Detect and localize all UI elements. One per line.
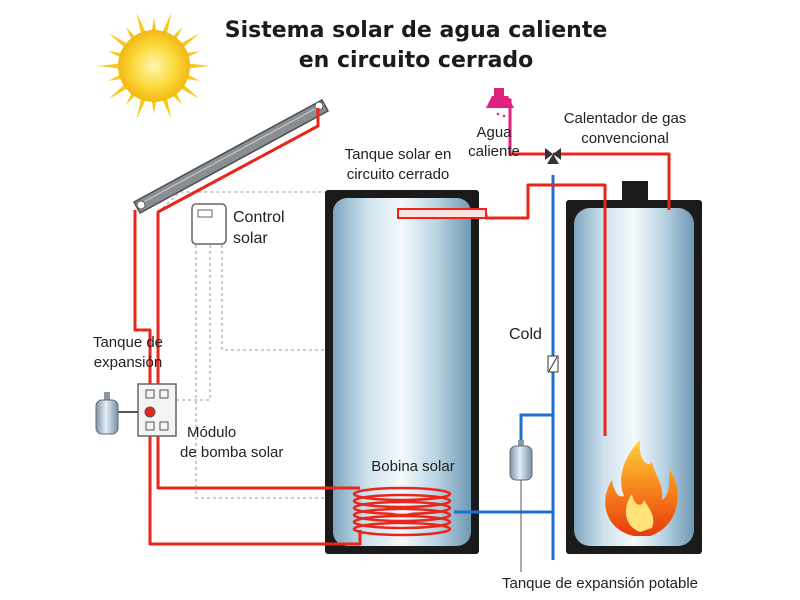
label-solar-tank-2: circuito cerrado xyxy=(347,166,450,183)
sun-icon xyxy=(98,12,210,120)
solar-loop-pipes xyxy=(133,108,362,546)
potable-expansion-tank xyxy=(509,440,533,572)
label-gas-heater-1: Calentador de gas xyxy=(564,110,687,127)
sun-ray xyxy=(136,95,147,120)
flame-icon xyxy=(605,440,678,536)
label-potable-expansion: Tanque de expansión potable xyxy=(502,575,698,592)
check-valve-icon xyxy=(547,355,559,373)
tank-outlet-pipe xyxy=(397,208,487,219)
solar-coil xyxy=(352,486,452,537)
label-hot-water-1: Agua xyxy=(476,124,512,141)
control-wiring xyxy=(157,191,330,499)
label-expansion-2: expansión xyxy=(94,354,162,371)
solar-collector-panel xyxy=(132,98,330,215)
sun-ray xyxy=(161,95,172,120)
label-control-2: solar xyxy=(233,230,268,247)
label-expansion-1: Tanque de xyxy=(93,334,163,351)
label-cold: Cold xyxy=(509,326,542,343)
label-hot-water-2: caliente xyxy=(468,143,520,160)
sun-ray xyxy=(98,63,123,69)
expansion-tank xyxy=(95,392,138,435)
label-pump-2: de bomba solar xyxy=(180,444,283,461)
label-gas-heater-2: convencional xyxy=(581,130,669,147)
sun-ray xyxy=(161,12,172,37)
label-control-1: Control xyxy=(233,209,285,226)
label-solar-coil: Bobina solar xyxy=(371,458,454,475)
title-line-1: Sistema solar de agua caliente xyxy=(225,18,608,43)
solar-tank xyxy=(325,190,479,554)
sun-ray xyxy=(185,63,210,69)
mixing-valve-icon xyxy=(545,148,561,164)
title-line-2: en circuito cerrado xyxy=(299,48,534,73)
solar-control-box xyxy=(191,203,227,245)
gas-heater-tank xyxy=(566,181,702,554)
sun-ray xyxy=(136,12,147,37)
label-solar-tank-1: Tanque solar en xyxy=(345,146,452,163)
label-pump-1: Módulo xyxy=(187,424,236,441)
solar-pump-module xyxy=(137,383,177,437)
hot-water-faucet-icon xyxy=(486,88,514,154)
